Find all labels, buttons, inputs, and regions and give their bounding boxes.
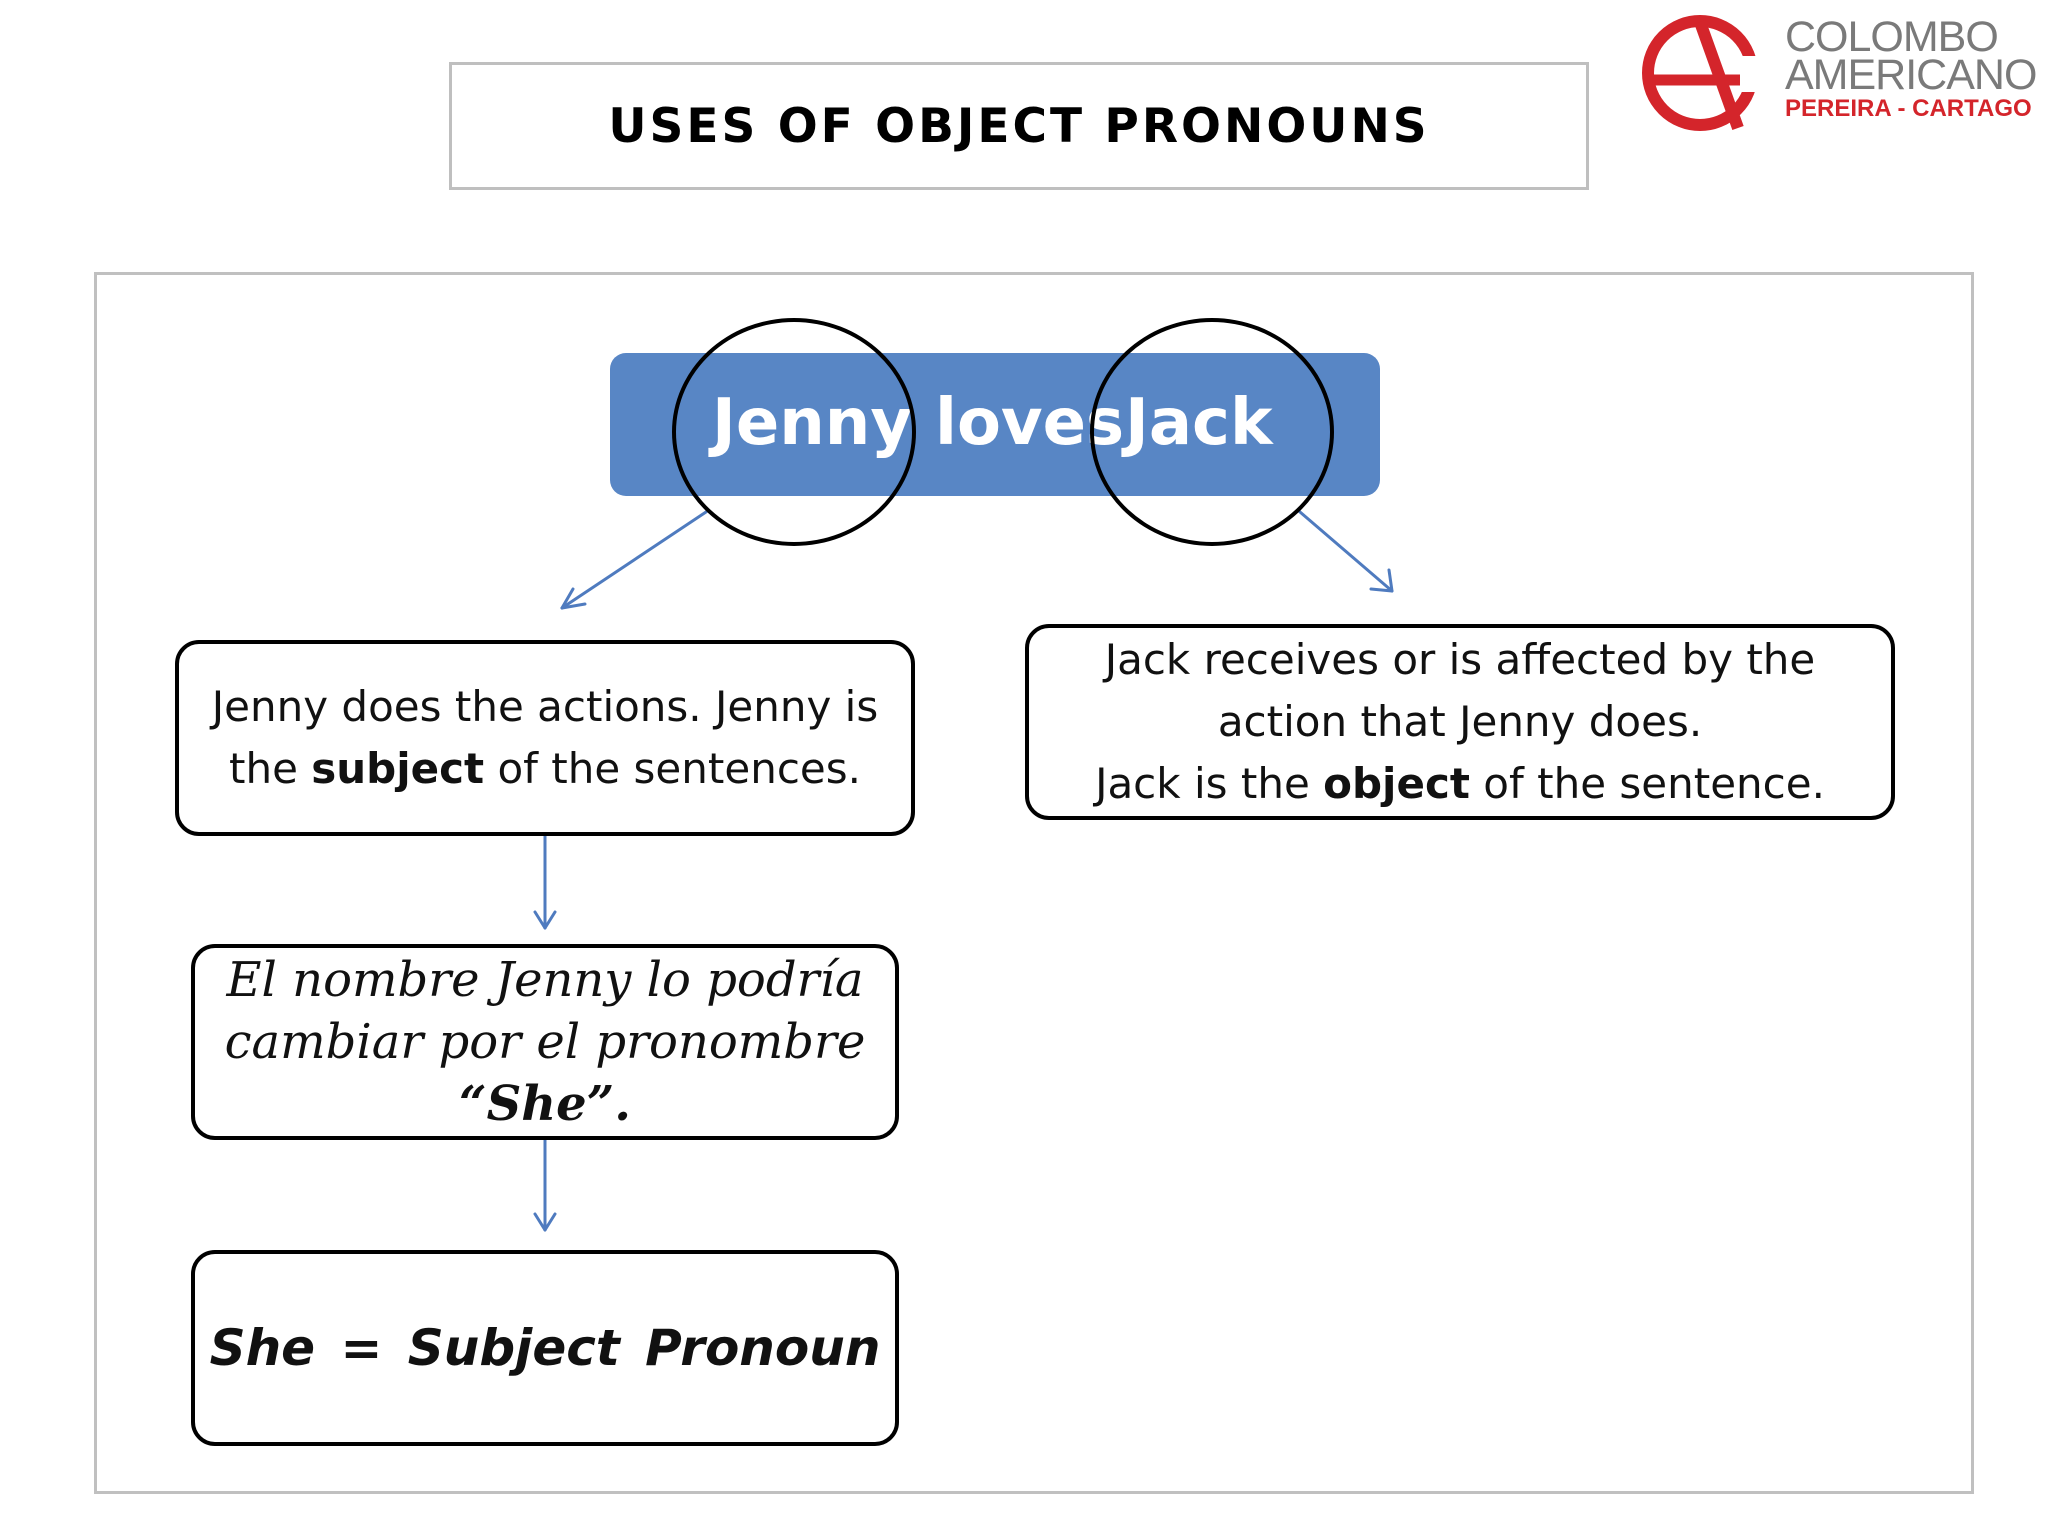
subject-keyword: subject	[311, 744, 485, 793]
object-keyword: object	[1323, 759, 1470, 808]
subject-explanation-text: Jenny does the actions. Jenny is the sub…	[192, 676, 898, 800]
object-highlight-circle	[1090, 318, 1334, 546]
page-title: USES OF OBJECT PRONOUNS	[608, 98, 1430, 154]
diagram-frame	[94, 272, 1974, 1494]
object-line-1: Jack receives or is affected by the	[1104, 635, 1816, 684]
spanish-pronoun-she: “She”	[458, 1076, 615, 1132]
subject-explanation-box: Jenny does the actions. Jenny is the sub…	[175, 640, 915, 836]
subject-highlight-circle	[672, 318, 916, 546]
spanish-line-2: cambiar por el pronombre	[224, 1014, 866, 1070]
object-explanation-box: Jack receives or is affected by the acti…	[1025, 624, 1895, 820]
spanish-note-text: El nombre Jenny lo podría cambiar por el…	[225, 949, 866, 1135]
object-line-3: Jack is the object of the sentence.	[1095, 753, 1825, 815]
subject-line-2: the subject of the sentences.	[212, 738, 878, 800]
title-box: USES OF OBJECT PRONOUNS	[449, 62, 1589, 190]
object-line-3-pre: Jack is the	[1095, 759, 1324, 808]
object-explanation-text: Jack receives or is affected by the acti…	[1075, 629, 1845, 815]
logo-line-colombo: COLOMBO	[1785, 13, 1999, 61]
spanish-line-1: El nombre Jenny lo podría	[226, 952, 864, 1008]
subject-line-2-post: of the sentences.	[484, 744, 861, 793]
logo-emblem-icon	[1642, 15, 1780, 131]
colombo-americano-logo: COLOMBO AMERICANO PEREIRA - CARTAGO	[1640, 8, 2048, 138]
logo-wordmark: COLOMBO AMERICANO PEREIRA - CARTAGO	[1785, 13, 2037, 124]
subject-line-1: Jenny does the actions. Jenny is	[211, 682, 879, 731]
spanish-note-box: El nombre Jenny lo podría cambiar por el…	[191, 944, 899, 1140]
logo-line-city: PEREIRA - CARTAGO	[1785, 95, 2032, 122]
spanish-line-3-post: .	[614, 1076, 632, 1132]
pronoun-result-box: She = Subject Pronoun	[191, 1250, 899, 1446]
spanish-line-3: “She”.	[225, 1073, 866, 1135]
object-line-2: action that Jenny does.	[1217, 697, 1703, 746]
subject-line-2-pre: the	[228, 744, 312, 793]
object-line-3-post: of the sentence.	[1469, 759, 1825, 808]
pronoun-result-text: She = Subject Pronoun	[209, 1319, 881, 1377]
logo-line-americano: AMERICANO	[1785, 51, 2037, 99]
